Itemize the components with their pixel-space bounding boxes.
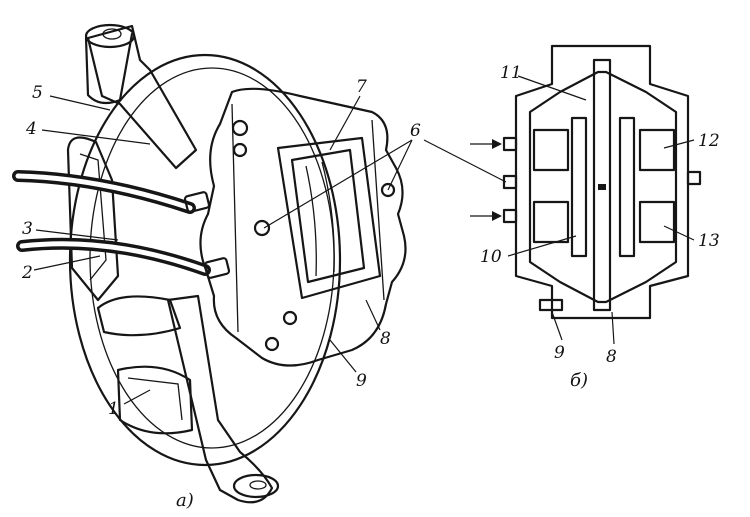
- label-3: 3: [22, 219, 33, 239]
- label-5: 5: [32, 83, 43, 103]
- brake-disc: [68, 53, 342, 467]
- view-a-sublabel: а): [176, 490, 194, 511]
- label-7: 7: [356, 77, 367, 97]
- label-4: 4: [25, 119, 37, 139]
- piston-upper-left: [532, 128, 570, 172]
- hub-bracket: [116, 365, 194, 435]
- splash-shield: [66, 136, 120, 302]
- caliper-window: [276, 136, 382, 300]
- lever-eye: [232, 473, 280, 499]
- brake-hose-upper: [12, 170, 196, 214]
- label-8: 8: [380, 329, 391, 349]
- brake-caliper: [199, 87, 407, 367]
- label-9: 9: [356, 371, 367, 391]
- disc-section: [592, 58, 612, 312]
- kingpin-boss: [84, 23, 136, 49]
- piston-lower-right: [638, 200, 676, 244]
- label-10: 10: [480, 247, 502, 267]
- view-b-sublabel: б): [570, 370, 588, 391]
- view-a-leaders: [33, 95, 413, 405]
- brake-pad: [290, 148, 366, 284]
- labels: 5 4 3 2 1 7 6 8 9 а) 11 12 10 13 9 8 б): [21, 63, 720, 511]
- caliper-cavity: [528, 70, 678, 304]
- caliper-section-body: [514, 44, 690, 320]
- view-b-section: [423, 44, 702, 345]
- view-a-assembly: [12, 23, 407, 504]
- pad-left: [570, 116, 588, 258]
- label-2: 2: [21, 263, 33, 283]
- label-1: 1: [108, 399, 119, 419]
- pressure-arrows: [470, 139, 502, 221]
- caliper-bolts: [231, 119, 396, 352]
- piston-upper-right: [638, 128, 676, 172]
- label-6: 6: [410, 121, 421, 141]
- knuckle-lower-boss: [96, 295, 182, 337]
- piston-lower-left: [532, 200, 570, 244]
- label-12: 12: [698, 131, 720, 151]
- label-11: 11: [500, 63, 522, 83]
- label-13: 13: [698, 231, 720, 251]
- brake-disc-inner-rim: [89, 67, 335, 449]
- label-b-8: 8: [606, 347, 617, 367]
- label-b-9: 9: [554, 343, 565, 363]
- hose-fittings: [183, 191, 231, 279]
- section-fittings: [502, 136, 702, 312]
- pad-right: [618, 116, 636, 258]
- steering-lever: [166, 294, 274, 504]
